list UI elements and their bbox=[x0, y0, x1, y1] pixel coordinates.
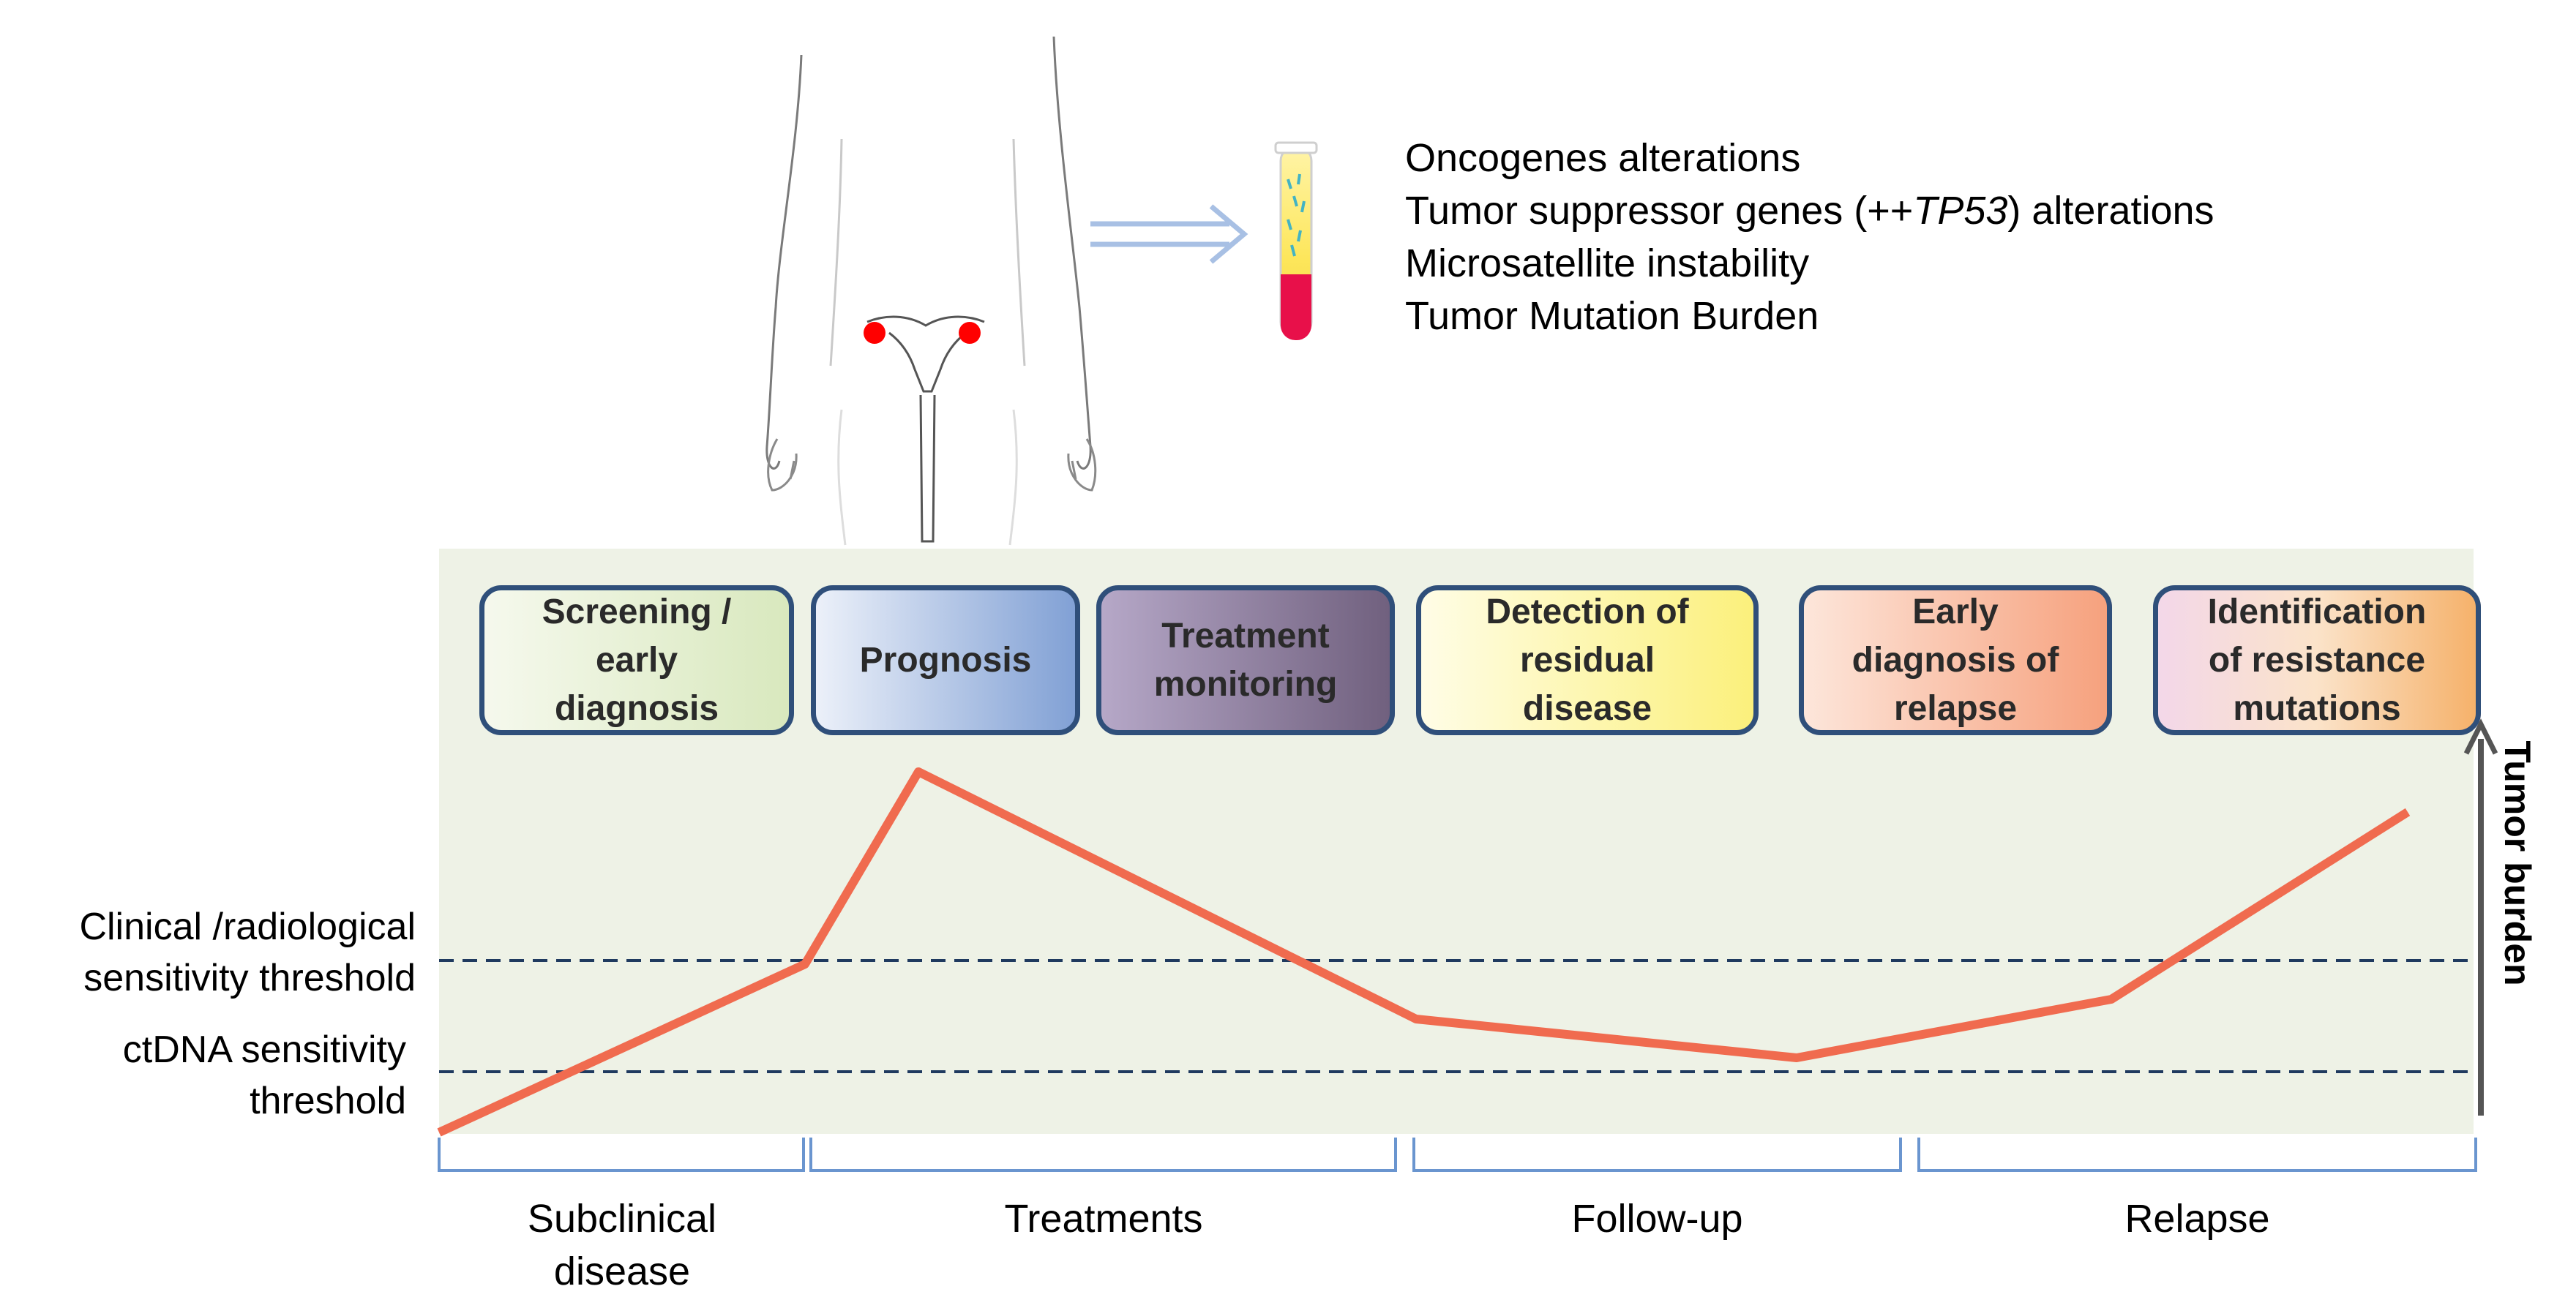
biomarker-tmb: Tumor Mutation Burden bbox=[1405, 294, 1819, 338]
clinical-threshold-label: Clinical /radiological sensitivity thres… bbox=[79, 906, 416, 999]
stage-box-bg-prognosis bbox=[811, 585, 1080, 735]
biomarker-tumor-suppressor-prefix: Tumor suppressor genes (++ bbox=[1405, 189, 1914, 233]
stage-residual-disease: Detection of residual disease bbox=[1416, 585, 1759, 735]
phase-relapse: Relapse bbox=[2124, 1197, 2270, 1241]
tumor-burden-curve bbox=[437, 767, 2411, 1137]
phase-brackets bbox=[438, 1138, 2477, 1172]
stage-box-bg-detection bbox=[1416, 585, 1759, 735]
biomarker-msi: Microsatellite instability bbox=[1405, 241, 1810, 285]
stage-treatment-monitoring: Treatment monitoring bbox=[1096, 585, 1395, 735]
biomarker-tumor-suppressor: Tumor suppressor genes (++TP53) alterati… bbox=[1405, 184, 2214, 237]
biomarker-list: Oncogenes alterations Tumor suppressor g… bbox=[1405, 132, 2214, 342]
uterus-illustration bbox=[866, 315, 985, 543]
tumor-dot-right bbox=[959, 322, 981, 344]
blood-draw-arrow-icon bbox=[1090, 204, 1248, 264]
phase-subclinical: Subclinical disease bbox=[527, 1197, 717, 1293]
body-illustration bbox=[765, 36, 1097, 546]
phase-treatments: Treatments bbox=[1004, 1197, 1203, 1241]
biomarker-oncogenes: Oncogenes alterations bbox=[1405, 136, 1801, 180]
ctdna-threshold-label: ctDNA sensitivity threshold bbox=[122, 1029, 406, 1122]
stage-resistance-mutations: Identification of resistance mutations bbox=[2153, 585, 2481, 735]
stage-box-bg-identification bbox=[2153, 585, 2481, 735]
phase-follow-up: Follow-up bbox=[1571, 1197, 1743, 1241]
stage-box-bg-screening bbox=[479, 585, 794, 735]
biomarker-tp53-gene: TP53 bbox=[1913, 189, 2008, 233]
tumor-dot-left bbox=[864, 322, 886, 344]
stage-box-bg-early bbox=[1799, 585, 2112, 735]
stage-prognosis: Prognosis bbox=[811, 585, 1080, 735]
tumor-burden-axis-label: Tumor burden bbox=[2497, 740, 2538, 986]
tumor-burden-axis-arrow bbox=[2463, 718, 2498, 1116]
stage-screening: Screening / early diagnosis bbox=[479, 585, 794, 735]
blood-tube-icon bbox=[1274, 141, 1318, 340]
stage-early-relapse: Early diagnosis of relapse bbox=[1799, 585, 2112, 735]
biomarker-tumor-suppressor-suffix: ) alterations bbox=[2007, 189, 2214, 233]
stage-box-bg-treatment bbox=[1096, 585, 1395, 735]
